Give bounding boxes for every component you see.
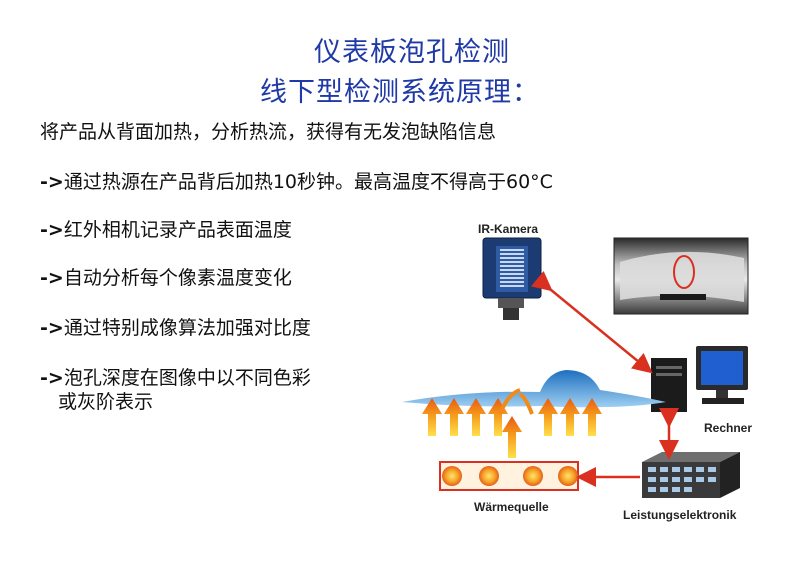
bullet-3: ->自动分析每个像素温度变化 [40,266,292,290]
bullet-4: ->通过特别成像算法加强对比度 [40,316,311,340]
ir-camera-label: IR-Kamera [478,222,539,236]
bullet-text: 通过热源在产品背后加热10秒钟。最高温度不得高于60°C [63,171,553,193]
heat-arrows [422,388,602,458]
bullet-5: ->泡孔深度在图像中以不同色彩 [40,366,311,390]
connection-arrows [530,270,679,487]
bullet-arrow: -> [40,219,64,241]
bullet-arrow: -> [40,171,64,193]
bullet-2: ->红外相机记录产品表面温度 [40,218,292,242]
bullet-text: 泡孔深度在图像中以不同色彩 [63,367,311,389]
power-electronics-icon [642,452,740,498]
test-part-shape [402,370,666,408]
thermogram-image [613,237,749,315]
bullet-5-continuation: 或灰阶表示 [58,391,154,413]
bullet-arrow: -> [40,317,64,339]
title-line-2: 线下型检测系统原理： [260,77,540,108]
heater-icon [439,461,579,491]
title-line-1: 仪表板泡孔检测 [314,37,510,68]
computer-icon [651,346,748,412]
power-electronics-label: Leistungselektronik [623,508,737,522]
intro-text: 将产品从背面加热，分析热流，获得有无发泡缺陷信息 [40,121,497,143]
bullet-text: 自动分析每个像素温度变化 [63,267,292,289]
computer-label: Rechner [704,421,753,435]
ir-camera-icon [482,237,542,320]
bullet-arrow: -> [40,267,64,289]
bullet-text: 通过特别成像算法加强对比度 [63,317,311,339]
bullet-arrow: -> [40,367,64,389]
bullet-text: 红外相机记录产品表面温度 [63,219,292,241]
bullet-1: ->通过热源在产品背后加热10秒钟。最高温度不得高于60°C [40,170,553,194]
heater-label: Wärmequelle [474,500,549,514]
